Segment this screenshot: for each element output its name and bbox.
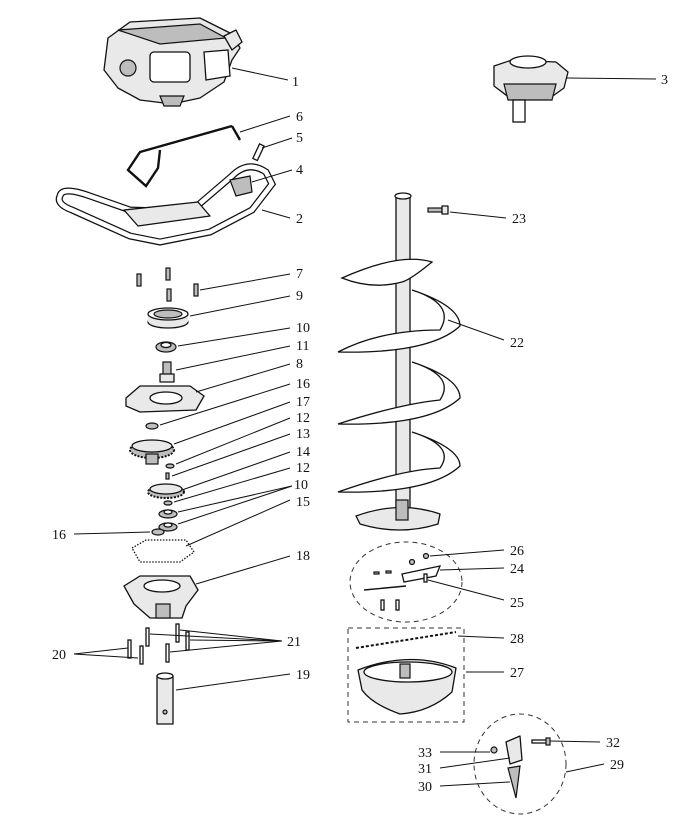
auger-part-22 (337, 192, 461, 531)
callout-18: 18 (296, 549, 310, 564)
callout-16b: 16 (52, 528, 66, 543)
blade-kit-group-outline (349, 541, 463, 623)
bearing-part-16-lower (151, 528, 165, 536)
callout-2: 2 (296, 212, 303, 227)
cutting-head-group-outline (347, 627, 465, 723)
bearing-part-10-lower (158, 509, 178, 532)
callout-3: 3 (661, 73, 668, 88)
screws-part-7 (136, 267, 199, 302)
callout-21: 21 (287, 635, 301, 650)
callout-13: 13 (296, 427, 310, 442)
callout-28: 28 (510, 632, 524, 647)
callout-15: 15 (296, 495, 310, 510)
callout-12b: 12 (296, 461, 310, 476)
bolt-part-23 (427, 205, 449, 215)
drive-shaft-part-19 (156, 672, 174, 725)
gearbox-lower-part-18 (123, 575, 199, 619)
shaft-part-11 (159, 361, 175, 383)
callout-5: 5 (296, 131, 303, 146)
callout-31: 31 (418, 762, 432, 777)
callout-23: 23 (512, 212, 526, 227)
callout-7: 7 (296, 267, 303, 282)
callout-14: 14 (296, 445, 310, 460)
bolts-parts-20-21 (127, 623, 190, 665)
callout-33: 33 (418, 746, 432, 761)
callout-32: 32 (606, 736, 620, 751)
point-kit-group-outline (473, 713, 567, 815)
callout-20: 20 (52, 648, 66, 663)
ring-part-9 (147, 307, 189, 329)
engine-part-1 (103, 17, 243, 107)
callout-16a: 16 (296, 377, 310, 392)
callout-11: 11 (296, 339, 309, 354)
gear-part-14 (147, 483, 185, 499)
callout-12a: 12 (296, 411, 310, 426)
callout-6: 6 (296, 110, 303, 125)
callout-24: 24 (510, 562, 524, 577)
bearing-part-16-upper (145, 422, 159, 430)
callout-26: 26 (510, 544, 524, 559)
throttle-wire-part-6 (126, 124, 242, 188)
callout-22: 22 (510, 336, 524, 351)
cutting-head-parts-27-28 (355, 631, 457, 715)
key-part-13 (165, 472, 170, 480)
callout-27: 27 (510, 666, 524, 681)
callout-4: 4 (296, 163, 303, 178)
washer-part-12-upper (165, 463, 175, 469)
callout-10b: 10 (294, 478, 308, 493)
gasket-part-15 (131, 539, 195, 563)
callout-19: 19 (296, 668, 310, 683)
washer-part-12-lower (163, 500, 173, 506)
gearbox-cover-part-8 (125, 385, 205, 413)
blade-parts-24-25-26 (363, 552, 442, 611)
callout-29: 29 (610, 758, 624, 773)
callout-30: 30 (418, 780, 432, 795)
handlebar-part-2 (55, 163, 277, 246)
point-parts-29-33 (490, 735, 551, 799)
gear-part-17 (129, 439, 175, 465)
bearing-part-10-upper (155, 341, 177, 353)
callout-1: 1 (292, 75, 299, 90)
callout-8: 8 (296, 357, 303, 372)
callout-17: 17 (296, 395, 310, 410)
pin-part-5 (251, 143, 265, 162)
callout-9: 9 (296, 289, 303, 304)
callout-25: 25 (510, 596, 524, 611)
callout-10a: 10 (296, 321, 310, 336)
gear-housing-part-3 (493, 55, 569, 123)
